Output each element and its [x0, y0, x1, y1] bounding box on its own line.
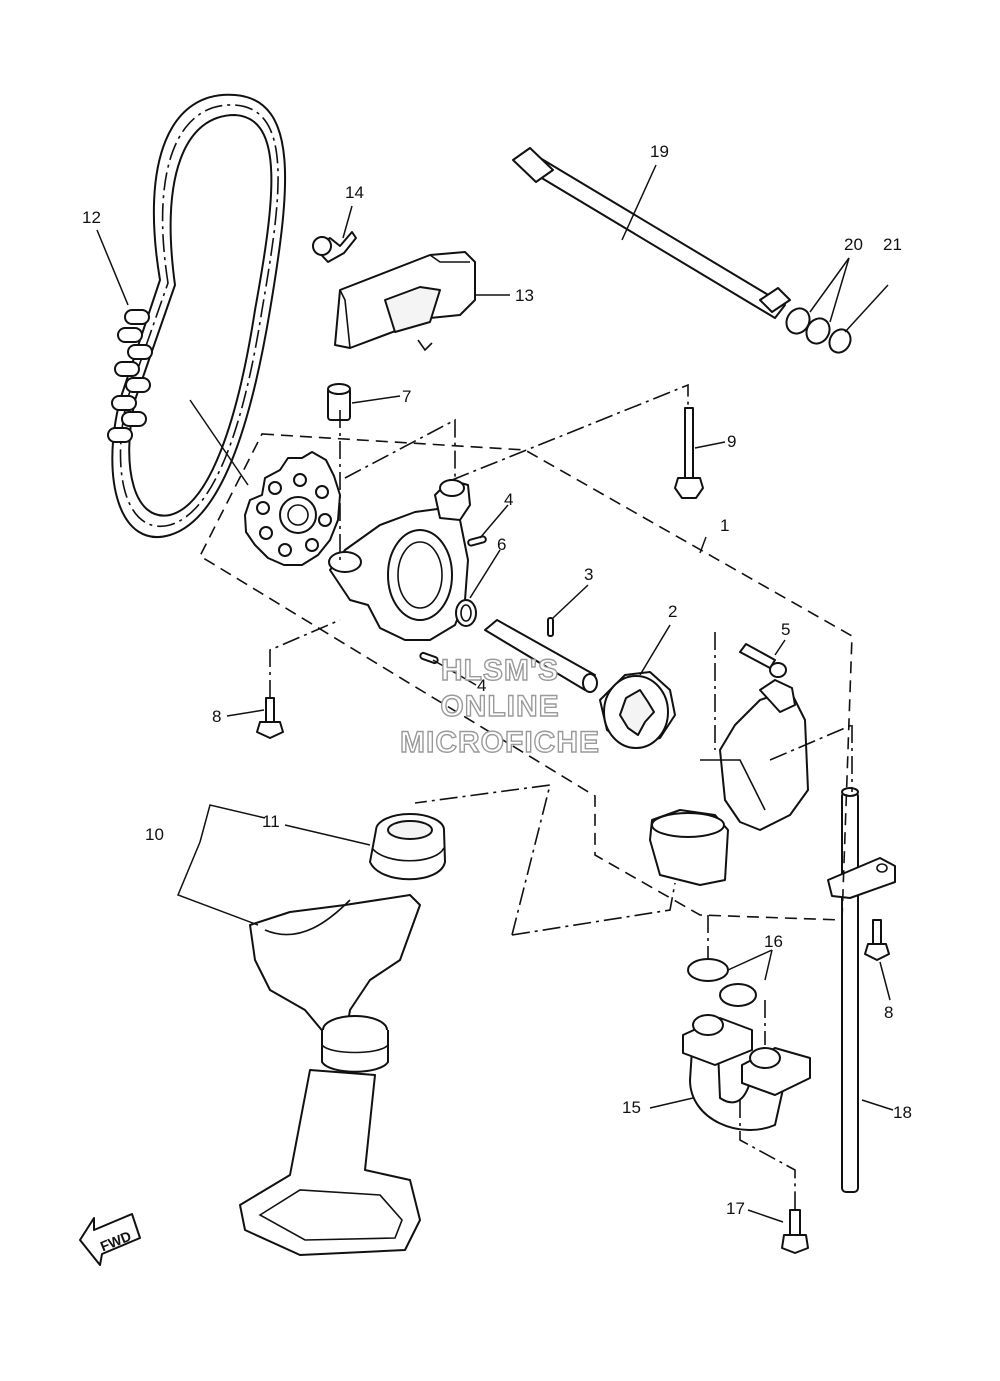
guide-bolt-part: [312, 231, 357, 263]
callout-18: 18: [893, 1103, 912, 1122]
callout-4-lower: 4: [477, 676, 486, 695]
oil-pipe-rod-part: [512, 147, 791, 319]
callout-4-upper: 4: [504, 490, 513, 509]
callout-2: 2: [668, 602, 677, 621]
pump-cover-part: [649, 679, 809, 886]
dipstick-tube-part: [827, 787, 896, 1193]
drive-chain-part: [107, 93, 287, 538]
watermark-line2: ONLINE: [440, 690, 559, 723]
oil-strainer-part: [239, 894, 421, 1256]
callout-19: 19: [650, 142, 669, 161]
elbow-o-ring-part: [687, 958, 757, 1007]
callout-leaders: [96, 164, 894, 1223]
callout-7: 7: [402, 387, 411, 406]
callout-11: 11: [262, 812, 280, 831]
drive-sprocket-part: [244, 451, 341, 566]
callout-8-left: 8: [212, 707, 221, 726]
dowel-collar-part: [327, 383, 351, 421]
elbow-bolt-part: [781, 1209, 809, 1254]
watermark: HLSM'S ONLINE MICROFICHE: [399, 653, 600, 759]
callout-9: 9: [727, 432, 736, 451]
flange-bolt-part: [256, 697, 284, 739]
pump-housing-part: [328, 479, 471, 641]
callout-numbers: 1 2 3 4 4 5 6 7 8 8 9 10 11 12 13 14 15 …: [82, 142, 912, 1218]
callout-12: 12: [82, 208, 101, 227]
chain-guide-part: [334, 251, 476, 352]
callout-5: 5: [781, 620, 790, 639]
callout-16: 16: [764, 932, 783, 951]
callout-8-right: 8: [884, 1003, 893, 1022]
small-flange-bolt-part: [864, 919, 890, 961]
callout-6: 6: [497, 535, 506, 554]
pump-rotor-part: [599, 671, 676, 749]
callout-13: 13: [515, 286, 534, 305]
strainer-seal-part: [369, 813, 446, 881]
callout-21: 21: [883, 235, 902, 254]
callout-1: 1: [720, 516, 729, 535]
long-flange-bolt-part: [674, 407, 704, 499]
pump-shaft-part: [484, 619, 598, 693]
oil-elbow-pipe-part: [682, 1014, 811, 1131]
callout-14: 14: [345, 183, 364, 202]
callout-20: 20: [844, 235, 863, 254]
callout-3: 3: [584, 565, 593, 584]
callout-15: 15: [622, 1098, 641, 1117]
o-ring-part: [785, 307, 852, 354]
fwd-arrow-icon: FWD: [79, 1213, 141, 1266]
callout-17: 17: [726, 1199, 745, 1218]
watermark-line3: MICROFICHE: [400, 726, 600, 759]
seal-ring-part: [455, 599, 477, 627]
watermark-line1: HLSM'S: [441, 654, 559, 687]
alignment-lines: [269, 383, 853, 1210]
pump-cover-bolt-part: [739, 643, 787, 678]
callout-10: 10: [145, 825, 164, 844]
pump-assembly-outline: [198, 433, 853, 921]
